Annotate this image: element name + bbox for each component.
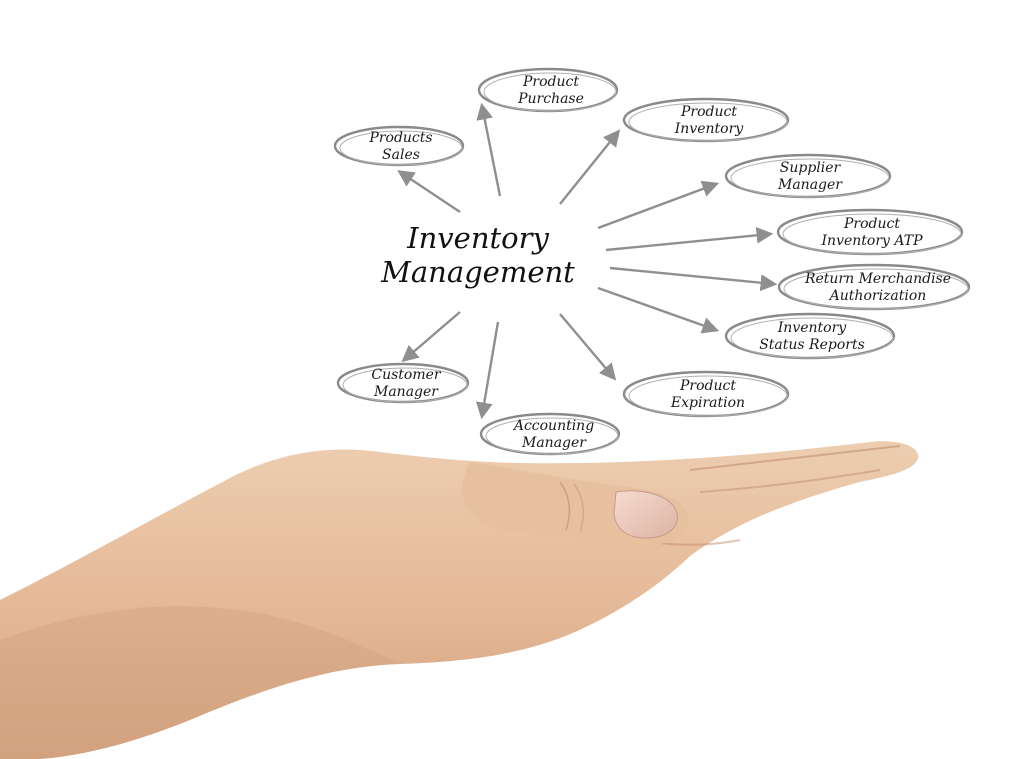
node-supplier-manager-line2: Manager [777, 177, 843, 193]
node-customer-manager-line2: Manager [373, 384, 439, 400]
finger-line [699, 469, 881, 493]
center-title-line2: Management [380, 255, 575, 289]
node-product-expiration-line1: Product [679, 378, 736, 394]
node-accounting-manager-line1: Accounting [512, 418, 594, 434]
arrow-to-return-merchandise [609, 266, 778, 292]
node-customer-manager-line1: Customer [371, 367, 442, 383]
node-product-inventory-line2: Inventory [674, 121, 745, 137]
thumb-nail [613, 490, 678, 539]
node-product-inventory-line1: Product [680, 104, 737, 120]
node-products-sales-line2: Sales [382, 147, 420, 163]
node-return-merchandise-authorization: Return Merchandise Authorization [777, 263, 971, 311]
node-products-sales: Products Sales [333, 125, 465, 167]
arrow-to-inventory-status-reports [597, 286, 720, 334]
arrow-to-product-purchase [476, 102, 502, 197]
knuckle-crease [559, 481, 571, 531]
center-title: Inventory Management [380, 221, 575, 289]
center-title-line1: Inventory [406, 221, 549, 255]
node-customer-manager: Customer Manager [336, 362, 470, 404]
arrow-to-products-sales [397, 170, 461, 213]
arrow-to-supplier-manager [597, 180, 720, 230]
node-supplier-manager: Supplier Manager [724, 153, 892, 199]
node-accounting-manager: Accounting Manager [479, 412, 621, 456]
node-product-inventory-atp-line1: Product [843, 216, 900, 232]
knuckle-crease [573, 483, 585, 533]
connector-arrows [397, 102, 778, 420]
node-product-purchase-line1: Product [522, 74, 579, 90]
node-product-inventory-atp-line2: Inventory ATP [821, 233, 924, 249]
node-accounting-manager-line2: Manager [521, 435, 587, 451]
node-product-purchase: Product Purchase [477, 67, 619, 113]
node-return-merchandise-line2: Authorization [828, 288, 927, 304]
node-inventory-status-reports-line2: Status Reports [759, 337, 865, 353]
arrow-to-product-inventory-atp [605, 226, 774, 252]
arrow-to-product-inventory [559, 129, 621, 205]
arrow-to-accounting-manager [475, 321, 500, 420]
node-inventory-status-reports: Inventory Status Reports [724, 312, 896, 360]
node-return-merchandise-line1: Return Merchandise [804, 271, 951, 287]
node-product-purchase-line2: Purchase [517, 91, 584, 107]
node-product-inventory: Product Inventory [622, 97, 790, 143]
node-product-inventory-atp: Product Inventory ATP [776, 208, 964, 256]
arrow-to-product-expiration [559, 313, 617, 381]
finger-line [689, 445, 901, 471]
hand-illustration [0, 441, 919, 759]
arrow-to-customer-manager [401, 311, 461, 363]
node-products-sales-line1: Products [368, 130, 432, 146]
node-product-expiration-line2: Expiration [670, 395, 745, 411]
node-supplier-manager-line1: Supplier [780, 160, 842, 176]
node-product-expiration: Product Expiration [622, 370, 790, 418]
forearm-shadow [0, 606, 400, 759]
node-inventory-status-reports-line1: Inventory [777, 320, 848, 336]
